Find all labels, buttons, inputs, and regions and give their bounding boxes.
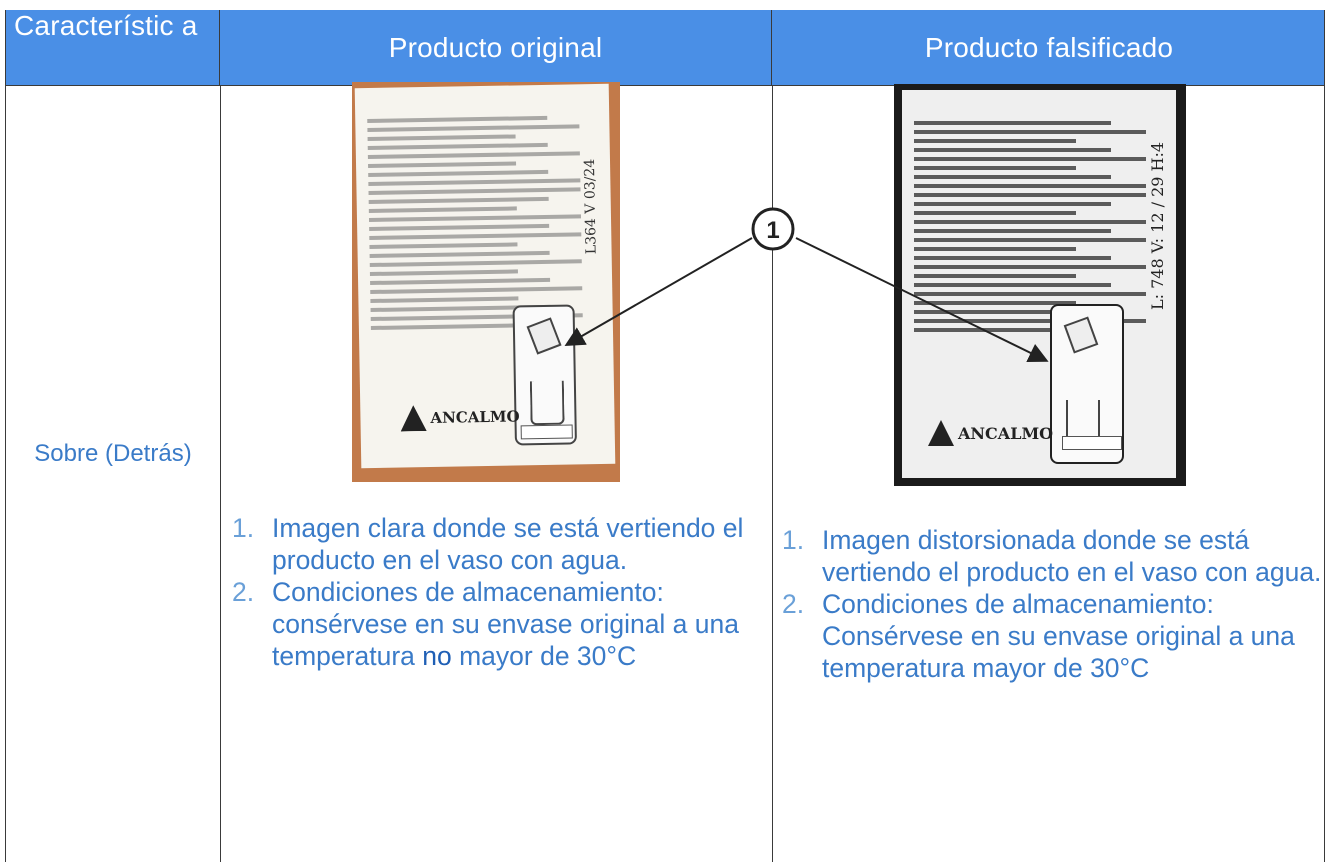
original-sachet-photo: L364 V 03/24 ANCALMO (352, 82, 620, 482)
brand-logo-counterfeit: ANCALMO (928, 420, 1053, 446)
flask-logo-icon (400, 405, 426, 431)
original-features-list: 1. Imagen clara donde se está vertiendo … (226, 512, 746, 672)
lot-code-original: L364 V 03/24 (581, 158, 600, 255)
sachet-back-original: L364 V 03/24 ANCALMO (354, 83, 616, 469)
sachet-back-counterfeit: L: 748 V: 12 / 29 H:4 ANCALMO (902, 90, 1176, 478)
packet-icon (526, 317, 562, 355)
table-header: Característic a Producto original Produc… (6, 10, 1324, 86)
packet-icon (1063, 316, 1099, 354)
list-item: 2. Condiciones de almacenamiento: consér… (232, 577, 739, 671)
glass-icon (529, 380, 565, 426)
list-item: 1. Imagen clara donde se está vertiendo … (232, 513, 744, 575)
counterfeit-features-list: 1. Imagen distorsionada donde se está ve… (776, 524, 1326, 684)
brand-name: ANCALMO (958, 423, 1054, 443)
header-producto-original: Producto original (220, 10, 772, 86)
counterfeit-sachet-photo: L: 748 V: 12 / 29 H:4 ANCALMO (894, 84, 1186, 486)
lot-code-counterfeit: L: 748 V: 12 / 29 H:4 (1148, 141, 1167, 310)
dissolve-badge-original (520, 424, 573, 440)
column-divider (220, 86, 221, 862)
column-divider (772, 86, 773, 862)
row-label-sobre: Sobre (Detrás) (34, 440, 192, 467)
header-producto-falsificado: Producto falsificado (924, 32, 1174, 63)
sachet-printed-text (367, 110, 583, 335)
list-item: 1. Imagen distorsionada donde se está ve… (782, 525, 1322, 587)
header-caracteristica: Característic a (6, 10, 220, 86)
emphasis-no: no (422, 641, 452, 671)
comparison-table: Característic a Producto original Produc… (5, 10, 1325, 862)
flask-logo-icon (928, 420, 954, 446)
list-item: 2. Condiciones de almacenamiento: Consér… (782, 589, 1295, 683)
brand-name: ANCALMO (430, 407, 520, 427)
dissolve-badge-counterfeit (1062, 436, 1122, 450)
brand-logo-original: ANCALMO (400, 403, 520, 431)
